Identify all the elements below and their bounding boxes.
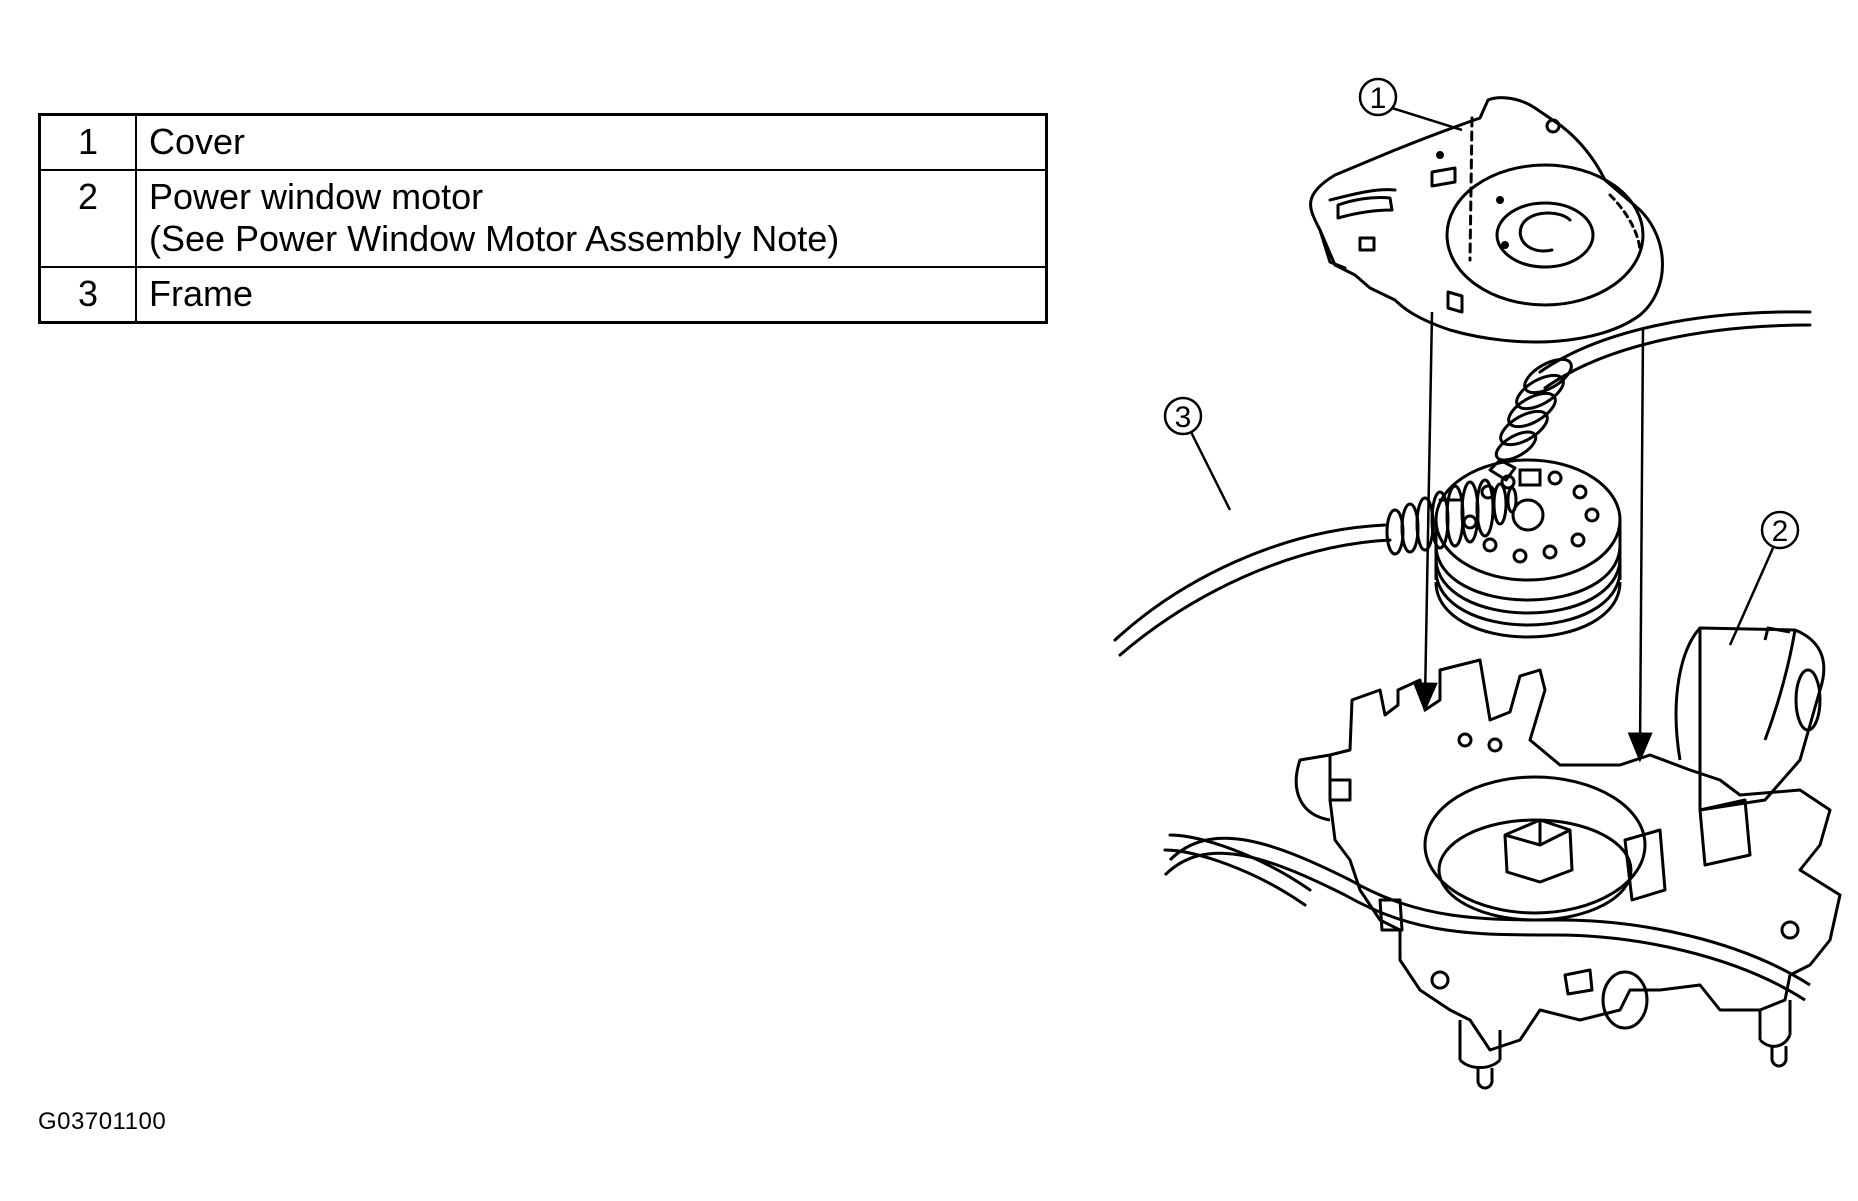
cable-drum bbox=[1434, 458, 1622, 639]
alignment-guides bbox=[1412, 311, 1653, 763]
legend-row-description: Cover bbox=[135, 113, 1048, 171]
frame-cable-spring bbox=[1385, 478, 1518, 556]
callout-1: 1 bbox=[1358, 77, 1398, 117]
legend-row-description: Frame bbox=[135, 266, 1048, 324]
callout-2-label: 2 bbox=[1772, 515, 1789, 548]
legend-row-description-line: Power window motor bbox=[149, 176, 484, 217]
legend-row-description: Power window motor (See Power Window Mot… bbox=[135, 169, 1048, 268]
callout-3-label: 3 bbox=[1175, 401, 1192, 434]
legend-row: 2 Power window motor (See Power Window M… bbox=[38, 169, 1048, 268]
legend-row: 1 Cover bbox=[38, 113, 1048, 171]
legend-row-number: 1 bbox=[38, 113, 137, 171]
callout-2: 2 bbox=[1760, 510, 1800, 550]
leader-line-frame bbox=[1188, 429, 1232, 511]
legend-row-number: 2 bbox=[38, 169, 137, 268]
upper-cable bbox=[1538, 310, 1812, 390]
cover-part bbox=[1309, 96, 1664, 344]
leader-line-motor bbox=[1728, 547, 1775, 646]
upper-cable-end-spring bbox=[1488, 357, 1573, 482]
parts-legend-table: 1 Cover 2 Power window motor (See Power … bbox=[38, 113, 1048, 324]
legend-row-description-line: (See Power Window Motor Assembly Note) bbox=[149, 218, 840, 259]
callout-1-label: 1 bbox=[1370, 82, 1387, 115]
power-window-motor bbox=[1674, 626, 1826, 812]
leader-line-cover bbox=[1391, 106, 1463, 132]
legend-row-number: 3 bbox=[38, 266, 137, 324]
legend-row-description-line: Cover bbox=[149, 121, 246, 162]
door-frame-arc bbox=[1163, 833, 1312, 907]
legend-row-description-line: Frame bbox=[149, 273, 254, 314]
legend-row: 3 Frame bbox=[38, 266, 1048, 324]
figure-id: G03701100 bbox=[38, 1108, 167, 1135]
callout-3: 3 bbox=[1163, 396, 1203, 436]
frame-cable bbox=[1113, 498, 1462, 657]
gear-housing-base bbox=[1163, 658, 1842, 1090]
